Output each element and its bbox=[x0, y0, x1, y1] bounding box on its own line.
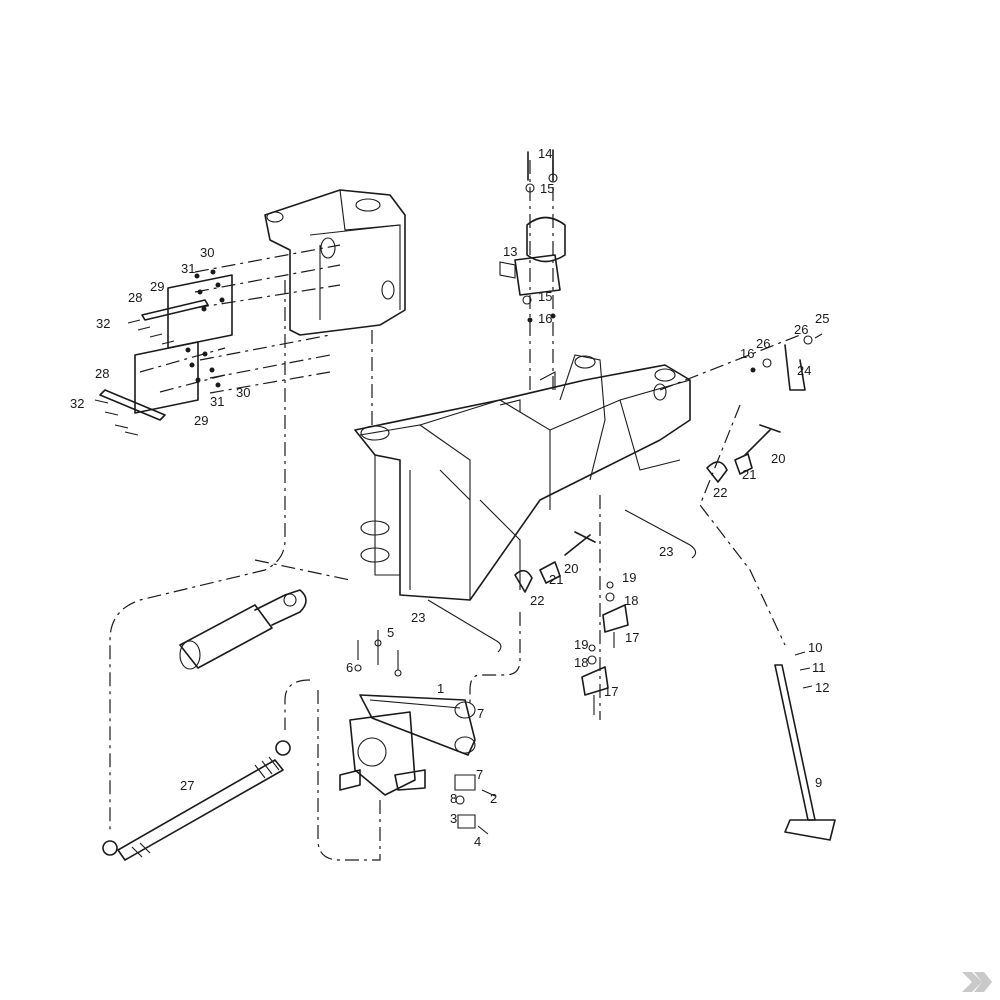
callout-30b: 30 bbox=[236, 385, 250, 400]
callout-19a: 19 bbox=[622, 570, 636, 585]
lower-gearbox bbox=[339, 630, 496, 835]
callout-14: 14 bbox=[538, 146, 552, 161]
callout-16b: 16 bbox=[740, 346, 754, 361]
callout-26b: 26 bbox=[794, 322, 808, 337]
drive-shaft-27 bbox=[102, 740, 291, 861]
callout-5: 5 bbox=[387, 625, 394, 640]
top-damper bbox=[499, 149, 566, 323]
callout-28b: 28 bbox=[95, 366, 109, 381]
cover-plate-lower bbox=[99, 341, 199, 421]
callouts: 1 2 3 4 5 6 7 7 8 9 10 11 12 13 14 15 15… bbox=[70, 146, 829, 849]
callout-9: 9 bbox=[815, 775, 822, 790]
callout-2: 2 bbox=[490, 791, 497, 806]
callout-16a: 16 bbox=[538, 311, 552, 326]
callout-23a: 23 bbox=[411, 610, 425, 625]
callout-18b: 18 bbox=[574, 655, 588, 670]
callout-25: 25 bbox=[815, 311, 829, 326]
callout-19b: 19 bbox=[574, 637, 588, 652]
callout-30a: 30 bbox=[200, 245, 214, 260]
bracket-24 bbox=[750, 333, 823, 391]
callout-8: 8 bbox=[450, 791, 457, 806]
hydraulic-cylinder bbox=[179, 589, 307, 670]
callout-17b: 17 bbox=[604, 684, 618, 699]
callout-21a: 21 bbox=[549, 572, 563, 587]
callout-4: 4 bbox=[474, 834, 481, 849]
callout-32a: 32 bbox=[96, 316, 110, 331]
callout-22b: 22 bbox=[713, 485, 727, 500]
callout-12: 12 bbox=[815, 680, 829, 695]
callout-11: 11 bbox=[812, 660, 826, 675]
callout-22a: 22 bbox=[530, 593, 544, 608]
callout-15a: 15 bbox=[540, 181, 554, 196]
callout-27: 27 bbox=[180, 778, 194, 793]
spring-rods bbox=[427, 509, 697, 653]
callout-23b: 23 bbox=[659, 544, 673, 559]
upper-gearbox-housing bbox=[264, 189, 406, 336]
callout-13: 13 bbox=[503, 244, 517, 259]
callout-10: 10 bbox=[808, 640, 822, 655]
cover-plate-upper bbox=[141, 274, 233, 349]
callout-1: 1 bbox=[437, 681, 444, 696]
callout-32b: 32 bbox=[70, 396, 84, 411]
callout-20a: 20 bbox=[564, 561, 578, 576]
callout-6: 6 bbox=[346, 660, 353, 675]
assembly-lines bbox=[109, 160, 801, 861]
callout-15b: 15 bbox=[538, 289, 552, 304]
callout-26a: 26 bbox=[756, 336, 770, 351]
callout-7b: 7 bbox=[476, 767, 483, 782]
cover-plate-fasteners bbox=[94, 269, 225, 436]
callout-31a: 31 bbox=[181, 261, 195, 276]
callout-3: 3 bbox=[450, 811, 457, 826]
callout-29a: 29 bbox=[150, 279, 164, 294]
callout-17a: 17 bbox=[625, 630, 639, 645]
callout-31b: 31 bbox=[210, 394, 224, 409]
callout-21b: 21 bbox=[742, 467, 756, 482]
callout-28a: 28 bbox=[128, 290, 142, 305]
k-chevron-logo-icon bbox=[962, 972, 992, 992]
clamps bbox=[581, 581, 629, 715]
stand-9 bbox=[774, 651, 836, 841]
pins-and-bushings bbox=[514, 424, 781, 593]
callout-29b: 29 bbox=[194, 413, 208, 428]
callout-7a: 7 bbox=[477, 706, 484, 721]
callout-18a: 18 bbox=[624, 593, 638, 608]
main-frame bbox=[354, 354, 691, 601]
callout-24: 24 bbox=[797, 363, 811, 378]
callout-20b: 20 bbox=[771, 451, 785, 466]
